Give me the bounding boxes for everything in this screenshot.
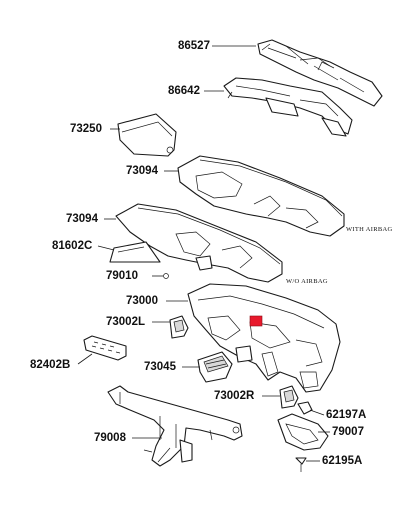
label-73045: 73045 [144, 361, 176, 373]
label-79007: 79007 [332, 426, 364, 438]
part-73045-center-vent [197, 351, 233, 383]
leader-62197a [309, 409, 325, 416]
part-79008-support-frame [107, 385, 243, 467]
label-82402b: 82402B [30, 359, 71, 371]
part-82402b-grille [83, 335, 127, 361]
label-62195a: 62195A [322, 455, 363, 467]
label-73002r: 73002R [214, 390, 255, 402]
part-62197a-clip [297, 401, 313, 415]
label-86642: 86642 [168, 85, 200, 97]
label-73000: 73000 [126, 295, 158, 307]
note-wo-airbag: W/O AIRBAG [286, 278, 328, 285]
highlight-marker [249, 315, 263, 327]
label-79008: 79008 [94, 432, 126, 444]
label-73002l: 73002L [106, 316, 146, 328]
label-86527: 86527 [178, 40, 210, 52]
part-81602c-cover [109, 241, 161, 263]
note-with-airbag: WITH AIRBAG [346, 226, 393, 233]
label-81602c: 81602C [52, 240, 93, 252]
part-73094-top-pad-wo-airbag [115, 203, 283, 283]
part-73002l-vent [169, 315, 189, 339]
part-73002r-vent [279, 385, 299, 409]
part-79010-clip [163, 273, 169, 279]
part-86642-duct [223, 77, 353, 137]
part-86527-duct [257, 39, 383, 107]
part-73000-instrument-panel [187, 283, 341, 393]
part-73094-top-pad-with-airbag [177, 155, 345, 237]
part-73250-airbag-cover [117, 113, 177, 157]
part-62195a-clip [295, 457, 307, 472]
label-79010: 79010 [106, 270, 138, 282]
label-73094-a: 73094 [126, 165, 158, 177]
leader-82402b [77, 353, 93, 365]
leader-81602c [97, 245, 115, 251]
part-79007-bracket [277, 413, 329, 451]
label-62197a: 62197A [326, 409, 367, 421]
label-73250: 73250 [70, 123, 102, 135]
label-73094-b: 73094 [66, 213, 98, 225]
